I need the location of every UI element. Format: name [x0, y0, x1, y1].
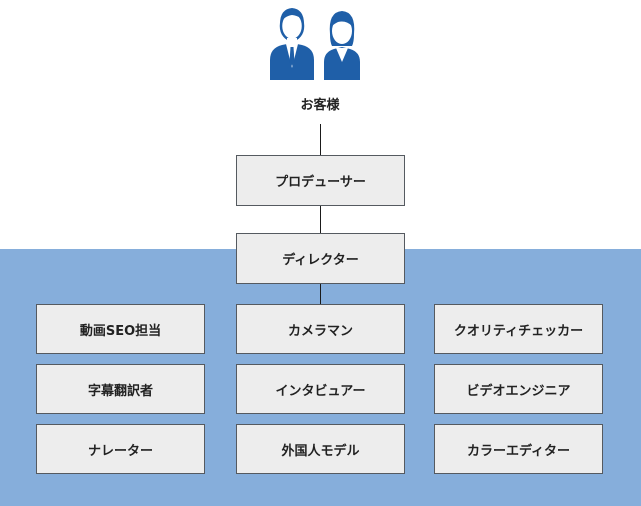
team-node-foreign-model: 外国人モデル: [236, 424, 405, 474]
team-node-seo: 動画SEO担当: [36, 304, 205, 354]
customer-people-icon: [262, 2, 372, 82]
team-node-narrator: ナレーター: [36, 424, 205, 474]
team-node-video-engineer: ビデオエンジニア: [434, 364, 603, 414]
connector-director-team: [320, 284, 321, 304]
customer-label: お客様: [300, 98, 340, 113]
director-node: ディレクター: [236, 233, 405, 284]
team-node-interviewer: インタビュアー: [236, 364, 405, 414]
team-node-cameraman: カメラマン: [236, 304, 405, 354]
team-node-quality-checker: クオリティチェッカー: [434, 304, 603, 354]
connector-producer-director: [320, 206, 321, 233]
team-node-subtitle-translator: 字幕翻訳者: [36, 364, 205, 414]
team-node-color-editor: カラーエディター: [434, 424, 603, 474]
connector-customer-producer: [320, 124, 321, 155]
producer-node: プロデューサー: [236, 155, 405, 206]
